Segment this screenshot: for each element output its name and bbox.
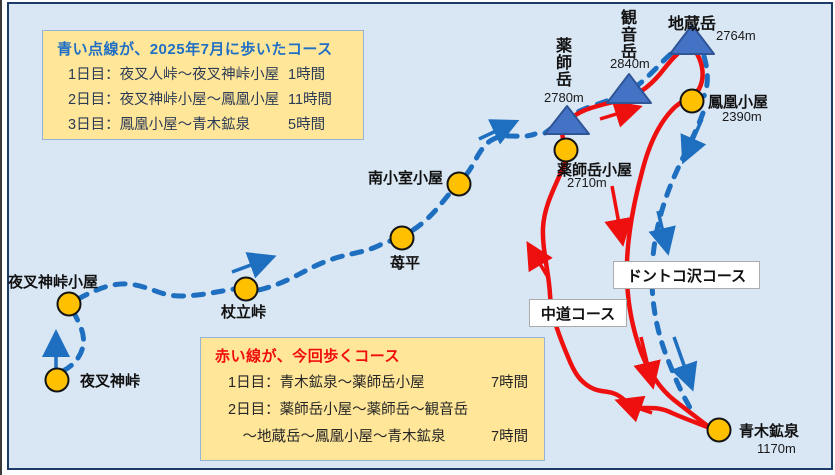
legend-previous-row-3: 3日目：鳳凰小屋〜青木鉱泉 5時間 [57,113,353,138]
legend-current-course: 赤い線が、今回歩くコース 1日目：青木鉱泉〜薬師岳小屋 7時間 2日目：薬師岳小… [200,337,545,461]
route-time: 1時間 [288,67,326,83]
legend-previous-row-1: 1日目：夜叉人峠〜夜叉神峠小屋 1時間 [57,63,353,88]
legend-current-row-2: 2日目：薬師岳小屋〜薬師岳〜観音岳 [215,397,534,424]
peak-label-jizodake: 地蔵岳 [668,16,717,33]
legend-current-title: 赤い線が、今回歩くコース [215,348,400,365]
route-text: 3日目：鳳凰小屋〜青木鉱泉 [68,117,251,133]
station-label-minamiomuro-goya: 南小室小屋 [368,170,444,187]
station-label-ichigodaira: 苺平 [390,255,421,272]
route-time: 5時間 [288,117,326,133]
course-tag-dondoko: ドントコ沢コース [613,261,760,289]
route-time: 7時間 [491,375,529,391]
station-elevation-yakushidake-goya: 2710m [567,175,607,190]
legend-previous-row-2: 2日目：夜叉神峠小屋〜鳳凰小屋 11時間 [57,88,353,113]
station-label-hooogoya: 鳳凰小屋 [708,94,769,111]
station-label-tsuetatetoge: 杖立峠 [221,304,267,321]
station-label-aokikosen: 青木鉱泉 [739,423,800,440]
peak-elevation-kannondake: 2840m [610,56,650,71]
peak-elevation-yakushidake: 2780m [544,90,584,105]
peak-elevation-jizodake: 2764m [716,28,756,43]
route-text: 2日目：夜叉神峠小屋〜鳳凰小屋 [68,92,280,108]
legend-current-row-3: 〜地蔵岳〜鳳凰小屋〜青木鉱泉 7時間 [215,424,534,451]
route-text: 1日目：夜叉人峠〜夜叉神峠小屋 [68,67,280,83]
course-tag-nakamichi: 中道コース [529,299,627,327]
station-label-yashajintoge: 夜叉神峠 [80,373,141,390]
peak-label-yakushidake: 薬師岳 [553,37,570,88]
window-left-edge [0,0,2,475]
station-elevation-hooogoya: 2390m [722,109,762,124]
route-time: 7時間 [491,429,529,445]
route-text: 1日目：青木鉱泉〜薬師岳小屋 [228,375,425,391]
route-text: 2日目：薬師岳小屋〜薬師岳〜観音岳 [228,402,469,418]
route-time: 11時間 [288,92,333,108]
peak-label-kannondake: 観音岳 [618,9,635,60]
station-elevation-aokikosen: 1170m [757,441,796,456]
legend-previous-title: 青い点線が、2025年7月に歩いたコース [57,41,333,58]
route-text: 〜地蔵岳〜鳳凰小屋〜青木鉱泉 [228,429,446,445]
legend-previous-course: 青い点線が、2025年7月に歩いたコース 1日目：夜叉人峠〜夜叉神峠小屋 1時間… [42,30,364,140]
legend-current-row-1: 1日目：青木鉱泉〜薬師岳小屋 7時間 [215,370,534,397]
station-label-yashajintoge-goya: 夜叉神峠小屋 [8,274,99,291]
